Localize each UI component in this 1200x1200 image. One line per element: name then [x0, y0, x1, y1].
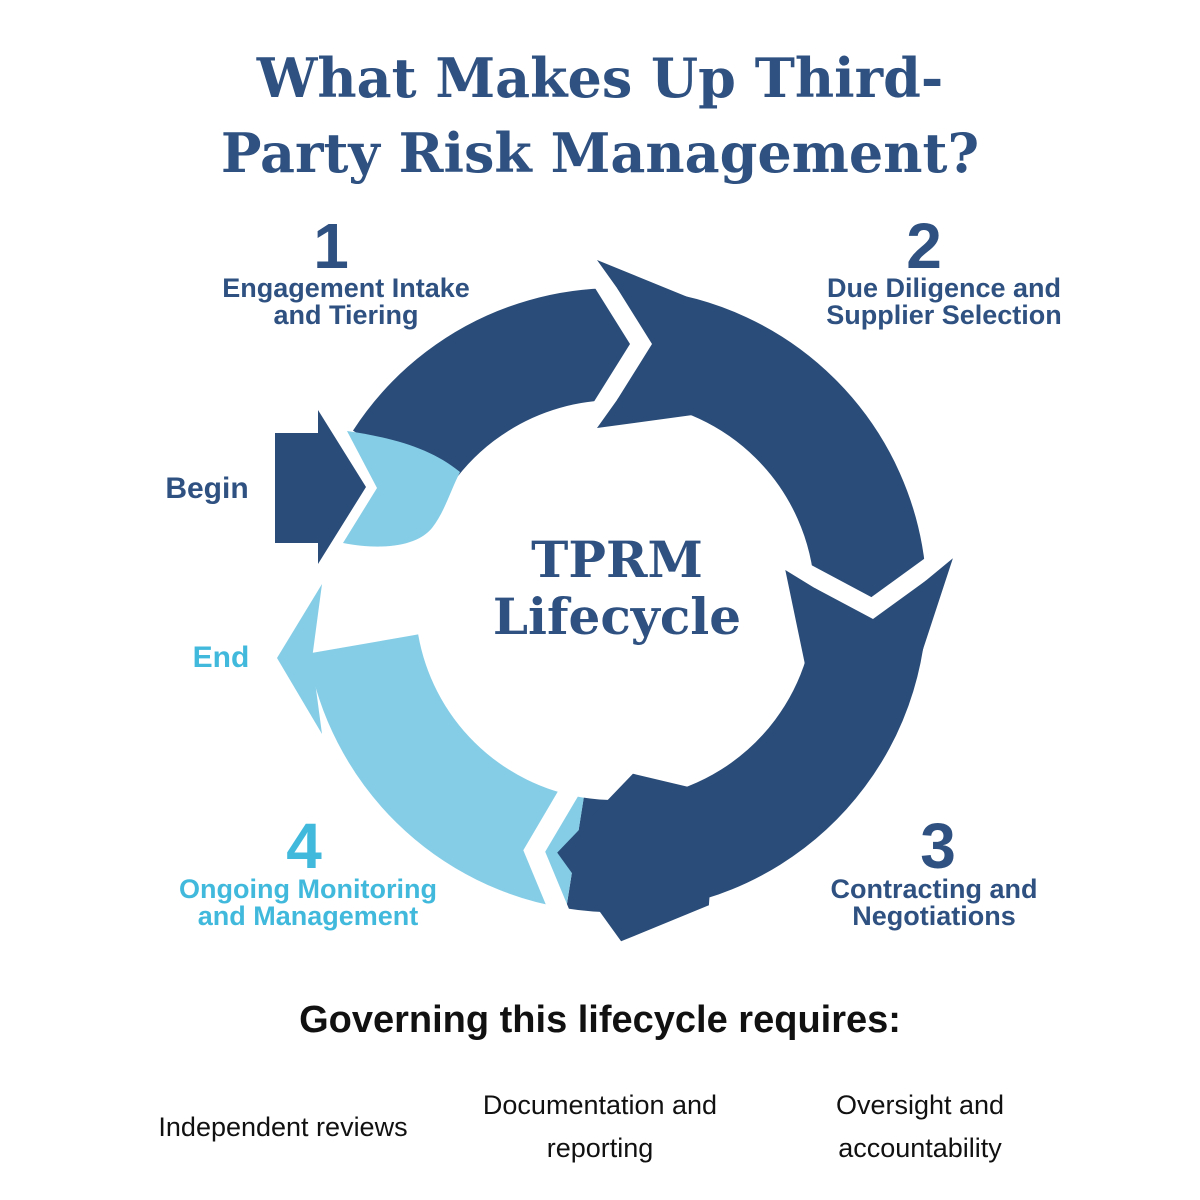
chevron-gap-bottom: [523, 765, 596, 943]
stage-3-number: 3: [920, 810, 956, 882]
stage-1-label-line2: and Tiering: [273, 300, 418, 330]
end-arrow-icon: [277, 584, 322, 734]
ring-arc-dark: [353, 288, 927, 913]
stage-3-label-line1: Contracting and: [831, 874, 1038, 904]
end-label: End: [193, 641, 250, 674]
stage-4-label-line2: and Management: [198, 901, 419, 931]
stage-4-number: 4: [286, 810, 322, 882]
begin-arrow-icon: [275, 410, 366, 564]
governing-item-3-line2: accountability: [838, 1133, 1002, 1163]
governing-item-2-line1: Documentation and: [483, 1090, 717, 1120]
stage-4-label-line1: Ongoing Monitoring: [179, 874, 437, 904]
arrowhead-top-icon: [597, 260, 700, 428]
chevron-gap-top: [575, 256, 652, 432]
arrowhead-right-icon: [785, 558, 953, 672]
begin-label: Begin: [165, 472, 248, 505]
governing-item-2-line2: reporting: [547, 1133, 654, 1163]
governing-item-3-line1: Oversight and: [836, 1090, 1004, 1120]
chevron-gap-right: [779, 536, 957, 619]
stage-2-label-line2: Supplier Selection: [826, 300, 1062, 330]
center-label-line1: TPRM: [531, 530, 703, 589]
page-title-line1: What Makes Up Third-: [256, 46, 944, 110]
page-title-line2: Party Risk Management?: [221, 121, 979, 185]
stage-1-number: 1: [313, 210, 349, 282]
light-handoff-swoosh: [343, 431, 460, 547]
stage-2-number: 2: [906, 210, 942, 282]
stage-1-label-line1: Engagement Intake: [222, 273, 470, 303]
governing-item-1: Independent reviews: [158, 1112, 407, 1142]
governing-heading: Governing this lifecycle requires:: [299, 999, 901, 1041]
arrowhead-bottom-icon: [557, 773, 717, 942]
stage-2-label-line1: Due Diligence and: [827, 273, 1061, 303]
center-label-line2: Lifecycle: [493, 587, 741, 646]
stage-3-label-line2: Negotiations: [852, 901, 1016, 931]
